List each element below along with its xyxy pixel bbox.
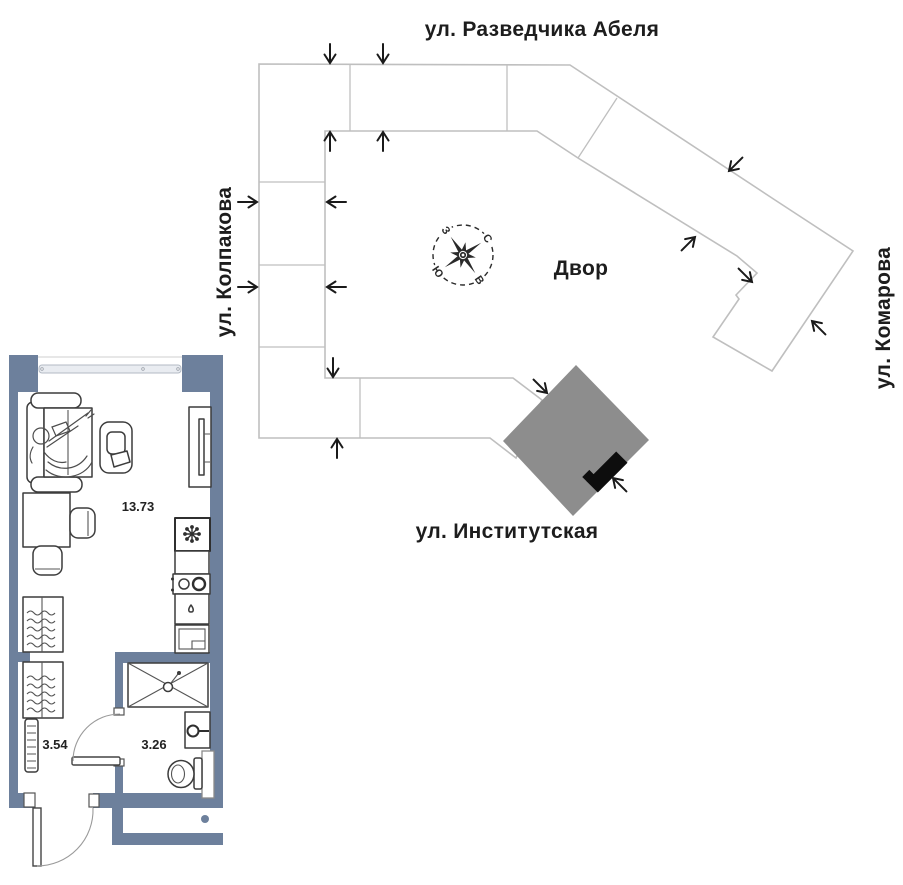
- wall-bathroom-left-lower: [115, 759, 123, 793]
- building-section-lines: [259, 64, 618, 438]
- street-label-bottom: ул. Институтская: [416, 520, 599, 543]
- compass-rose-icon: С В Ю З: [427, 222, 497, 290]
- entrance-arrow: [724, 152, 748, 176]
- entrance-arrow: [326, 280, 347, 294]
- kitchen-counter: [174, 550, 210, 575]
- wall-wardrobe-stub: [9, 652, 30, 662]
- kitchen-cabinet: [174, 624, 210, 654]
- kitchen: [171, 517, 211, 654]
- courtyard-label: Двор: [554, 257, 608, 280]
- corridor-dot: [201, 815, 209, 823]
- entrance-arrow: [608, 473, 632, 497]
- street-label-left: ул. Колпакова: [213, 187, 236, 338]
- wall-corridor-left: [112, 808, 123, 845]
- entrance-arrow: [323, 131, 337, 152]
- cooktop: [171, 573, 211, 595]
- toilet: [167, 757, 203, 790]
- bathroom-sink: [184, 711, 211, 749]
- wardrobe-lower: [22, 661, 64, 719]
- entrance-arrow: [330, 438, 344, 459]
- wall-bottom-right: [93, 793, 223, 808]
- bathroom: [127, 662, 215, 799]
- floor-plan: 13.73 3.54 3.26: [9, 355, 223, 867]
- snowflake-icon: [183, 525, 201, 543]
- fridge: [174, 517, 211, 552]
- radiator: [24, 718, 39, 773]
- dining-table: [22, 492, 96, 576]
- compass-letter-east: В: [472, 274, 486, 287]
- person-sketch: [29, 409, 95, 478]
- compass-letter-north: С: [480, 232, 494, 245]
- entrance-arrow: [807, 316, 831, 340]
- apartment-location-marker: [582, 451, 628, 493]
- area-label-living: 13.73: [122, 499, 155, 514]
- entrance-arrow: [326, 195, 347, 209]
- area-label-bathroom: 3.26: [141, 737, 166, 752]
- wall-left: [9, 355, 18, 808]
- kitchen-sink: [174, 593, 210, 625]
- wall-bathroom-top: [115, 652, 210, 663]
- area-label-hallway: 3.54: [42, 737, 68, 752]
- shower: [127, 662, 209, 708]
- site-plan: С В Ю З ул. Разведчика Абеля ул. Колпако…: [213, 18, 895, 543]
- sofa: [26, 392, 95, 493]
- entrance-arrow: [676, 232, 700, 256]
- wall-bathroom-left-upper: [115, 663, 123, 714]
- compass-letter-south: Ю: [429, 264, 445, 280]
- window: [38, 356, 182, 374]
- wall-top-right: [182, 355, 223, 392]
- highlighted-building[interactable]: [503, 365, 649, 516]
- entrance-arrow: [326, 357, 340, 378]
- entrance-arrow: [323, 43, 337, 64]
- armchair: [99, 421, 133, 474]
- wardrobe-upper: [22, 596, 64, 653]
- entrance-arrow: [376, 131, 390, 152]
- entrance-arrow: [237, 280, 258, 294]
- tv-stand: [188, 406, 212, 488]
- wall-top-left: [9, 355, 38, 392]
- entrance-arrow: [237, 195, 258, 209]
- bathroom-door: [71, 707, 125, 767]
- street-label-top: ул. Разведчика Абеля: [425, 18, 659, 41]
- street-label-right: ул. Комарова: [872, 247, 895, 389]
- wall-corridor-bottom: [112, 833, 223, 845]
- entrance-arrow: [376, 43, 390, 64]
- wall-right: [210, 392, 223, 793]
- duct: [201, 750, 215, 799]
- entrance-door: [23, 792, 100, 867]
- compass-letter-west: З: [438, 224, 452, 237]
